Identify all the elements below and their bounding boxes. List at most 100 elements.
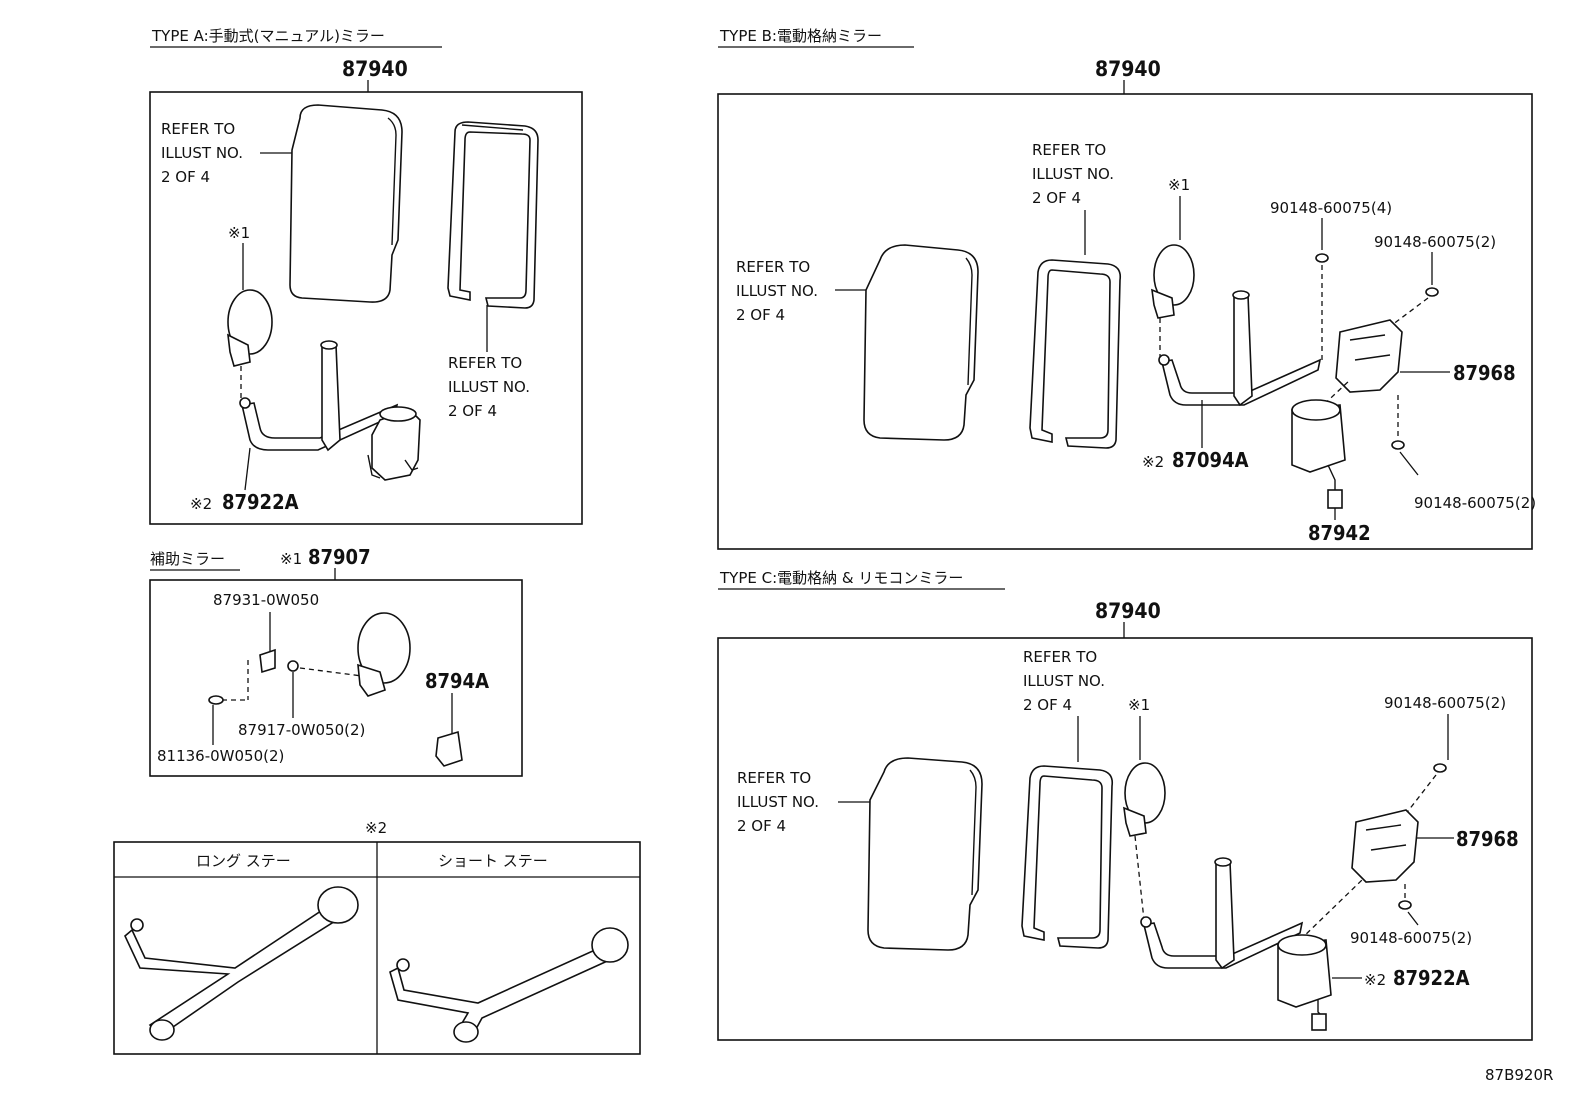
type-c-refer-left: REFER TO ILLUST NO. 2 OF 4 xyxy=(737,769,819,835)
type-c-mark-x1: ※1 xyxy=(1128,696,1150,714)
type-b-90148-2b-leader xyxy=(1399,451,1419,476)
aux-bracket xyxy=(435,730,463,767)
type-c-mirror-frame xyxy=(1021,765,1114,949)
type-a-header: TYPE A:手動式(マニュアル)ミラー xyxy=(151,27,385,45)
aux-part-87931: 87931-0W050 xyxy=(213,591,319,609)
type-a-mirror-glass xyxy=(289,104,403,303)
type-a-mirror-frame xyxy=(447,121,539,309)
svg-text:ILLUST NO.: ILLUST NO. xyxy=(448,378,530,396)
aux-bolt xyxy=(208,695,224,705)
type-b-part-90148-2b: 90148-60075(2) xyxy=(1414,494,1536,512)
aux-dash-1 xyxy=(299,667,363,677)
type-b-header: TYPE B:電動格納ミラー xyxy=(719,27,882,45)
type-c-stay-upper xyxy=(1215,861,1235,970)
type-a-base-top xyxy=(379,406,417,422)
type-c-stay-lower xyxy=(1143,921,1304,969)
type-b-aux-mirror xyxy=(1153,244,1195,306)
type-b-part-87940: 87940 xyxy=(1095,57,1161,81)
type-a-part-87940: 87940 xyxy=(342,57,408,81)
type-a-refer-left: REFER TO ILLUST NO. 2 OF 4 xyxy=(161,120,243,186)
type-c-dash-bolt-1 xyxy=(1404,774,1437,816)
type-c-mirror-edge xyxy=(969,769,977,896)
type-a-stay-ball xyxy=(239,397,251,409)
svg-text:REFER TO: REFER TO xyxy=(736,258,810,276)
type-b-part-90148-4: 90148-60075(4) xyxy=(1270,199,1392,217)
svg-text:2 OF 4: 2 OF 4 xyxy=(1032,189,1081,207)
type-b-refer-left: REFER TO ILLUST NO. 2 OF 4 xyxy=(736,258,818,324)
type-b-bolt-3 xyxy=(1391,440,1405,450)
type-c-stay-ball xyxy=(1140,916,1152,928)
aux-header: 補助ミラー xyxy=(150,550,225,568)
svg-text:REFER TO: REFER TO xyxy=(448,354,522,372)
type-b-mirror-glass xyxy=(863,244,979,441)
type-c-part-90148-2a: 90148-60075(2) xyxy=(1384,694,1506,712)
aux-mark-x1: ※1 xyxy=(280,550,302,568)
svg-text:2 OF 4: 2 OF 4 xyxy=(736,306,785,324)
type-b-mirror-edge xyxy=(965,257,973,386)
diagram-code: 87B920R xyxy=(1485,1066,1553,1084)
type-b-part-90148-2a: 90148-60075(2) xyxy=(1374,233,1496,251)
svg-text:REFER TO: REFER TO xyxy=(161,120,235,138)
type-b-stay-lower xyxy=(1161,358,1322,406)
type-b-bracket xyxy=(1335,319,1403,393)
aux-part-87917: 87917-0W050(2) xyxy=(238,721,365,739)
svg-text:2 OF 4: 2 OF 4 xyxy=(161,168,210,186)
aux-mirror xyxy=(357,612,411,684)
type-b-aux-mirror-mount xyxy=(1151,288,1175,319)
aux-part-87907: 87907 xyxy=(308,545,371,569)
stay-table-mark-x2: ※2 xyxy=(365,819,387,837)
svg-text:ILLUST NO.: ILLUST NO. xyxy=(1032,165,1114,183)
type-b-mark-x2: ※2 xyxy=(1142,453,1164,471)
type-b-frame xyxy=(717,93,1533,550)
type-c-mark-x2: ※2 xyxy=(1364,971,1386,989)
type-a-stay-upper xyxy=(321,344,341,452)
svg-text:ILLUST NO.: ILLUST NO. xyxy=(737,793,819,811)
type-c-part-90148-2b: 90148-60075(2) xyxy=(1350,929,1472,947)
type-b-bolt-2 xyxy=(1425,287,1439,297)
type-b-bracket-detail xyxy=(1349,334,1391,361)
type-b-dash-motor xyxy=(1317,379,1351,411)
svg-text:2 OF 4: 2 OF 4 xyxy=(1023,696,1072,714)
type-c-stay-cap xyxy=(1214,857,1232,867)
aux-part-81136: 81136-0W050(2) xyxy=(157,747,284,765)
type-c-bolt-2 xyxy=(1398,900,1412,910)
svg-text:REFER TO: REFER TO xyxy=(1032,141,1106,159)
type-c-connector xyxy=(1311,1013,1327,1031)
type-b-dash-bolt-2 xyxy=(1391,297,1429,326)
stay-table-short-header: ショート ステー xyxy=(438,852,548,870)
type-b-stay-ball xyxy=(1158,354,1170,366)
type-a-stay-lower xyxy=(241,402,399,451)
type-a-stay-cap xyxy=(320,340,338,350)
svg-text:ILLUST NO.: ILLUST NO. xyxy=(736,282,818,300)
aux-nut xyxy=(287,660,299,672)
type-a-mark-x2: ※2 xyxy=(190,495,212,513)
aux-clip xyxy=(259,648,276,674)
stay-table-long-header: ロング ステー xyxy=(196,852,291,870)
type-b-bolt-1 xyxy=(1315,253,1329,263)
svg-text:2 OF 4: 2 OF 4 xyxy=(448,402,497,420)
type-a-frame xyxy=(149,91,583,525)
aux-mirror-mount xyxy=(357,663,386,697)
type-c-frame xyxy=(717,637,1533,1041)
type-b-mirror-frame xyxy=(1029,259,1122,449)
type-b-motor-wire xyxy=(1327,464,1336,490)
type-a-part-87922A: 87922A xyxy=(222,490,299,514)
svg-text:REFER TO: REFER TO xyxy=(1023,648,1097,666)
type-a-mirror-edge xyxy=(387,117,397,246)
type-b-mark-x1: ※1 xyxy=(1168,176,1190,194)
type-c-90148-2b-leader xyxy=(1407,911,1419,926)
type-c-refer-mid: REFER TO ILLUST NO. 2 OF 4 xyxy=(1023,648,1105,714)
type-a-frame-edge xyxy=(461,124,524,131)
type-a-aux-mirror xyxy=(227,289,273,355)
type-a-aux-mirror-mount xyxy=(227,333,251,367)
type-a-87922A-leader xyxy=(244,447,251,491)
svg-text:REFER TO: REFER TO xyxy=(737,769,811,787)
svg-text:ILLUST NO.: ILLUST NO. xyxy=(161,144,243,162)
type-c-aux-mirror-mount xyxy=(1123,806,1147,837)
type-c-part-87968: 87968 xyxy=(1456,827,1519,851)
type-b-stay-cap xyxy=(1232,290,1250,300)
type-c-bracket-detail xyxy=(1365,824,1407,851)
type-b-part-87094A: 87094A xyxy=(1172,448,1249,472)
type-b-part-87942: 87942 xyxy=(1308,521,1371,545)
long-stay-drawing xyxy=(124,886,359,1041)
